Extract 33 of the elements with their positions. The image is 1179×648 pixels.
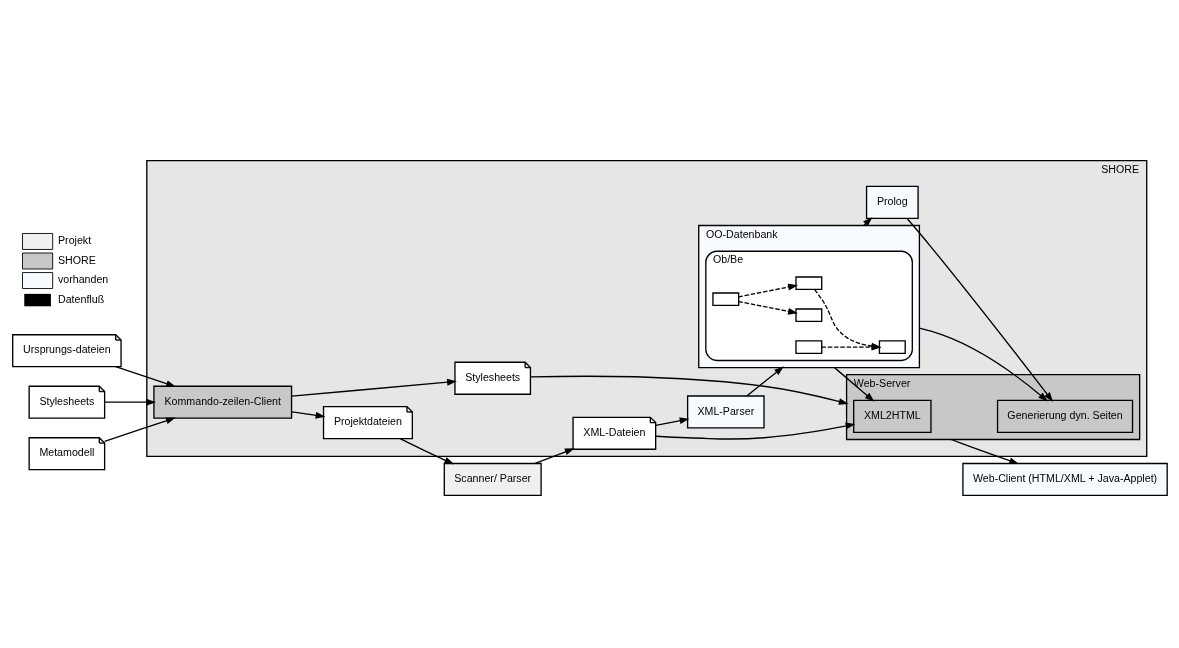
arrow: [833, 366, 875, 402]
arrow: [655, 416, 690, 426]
node-box: [795, 307, 823, 322]
arrow: [906, 217, 1054, 402]
arrow: [291, 410, 326, 419]
arrow: [291, 378, 457, 397]
node-box: [795, 339, 823, 354]
node-box: [878, 339, 906, 354]
node-box: Scanner/ Parser: [443, 462, 542, 496]
legend-label: Projekt: [58, 233, 92, 246]
node-box: Prolog: [865, 185, 919, 219]
arrow: [918, 326, 1048, 402]
arrow: [104, 398, 156, 406]
arrow: [115, 365, 176, 387]
legend-label: Datenfluß: [58, 292, 105, 305]
node-box: Web-Client (HTML/XML + Java-Applet): [962, 462, 1168, 496]
arrow: [529, 375, 849, 405]
legend-label: vorhanden: [58, 272, 109, 285]
arrow: [104, 416, 176, 442]
arrow: [746, 365, 784, 397]
node-box: Generierung dyn. Seiten: [996, 399, 1134, 433]
cluster: Ob/Be: [705, 250, 913, 361]
arrow: [534, 447, 575, 464]
node-box: XML2HTML: [853, 399, 932, 433]
arrow: [655, 422, 856, 440]
node-box: Kommando-zeilen-Client: [153, 385, 293, 419]
node-box: XML-Parser: [686, 394, 765, 429]
node-box: [712, 291, 740, 306]
legend-label: SHORE: [58, 253, 96, 266]
node-box: [795, 275, 823, 290]
arrow: [399, 437, 455, 464]
arrow: [738, 300, 798, 315]
arrow: [738, 283, 798, 297]
